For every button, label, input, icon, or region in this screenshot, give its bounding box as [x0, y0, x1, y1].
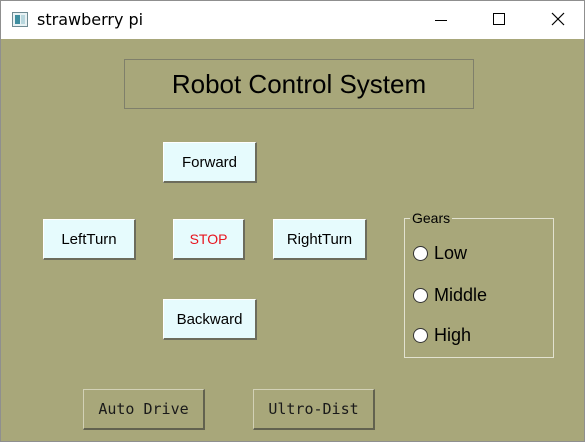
- gear-label-high: High: [434, 324, 472, 345]
- minimize-icon: [435, 20, 447, 21]
- auto-drive-button[interactable]: Auto Drive: [83, 389, 205, 430]
- right-turn-button[interactable]: RightTurn: [273, 219, 367, 260]
- ultro-dist-button[interactable]: Ultro-Dist: [253, 389, 375, 430]
- minimize-button[interactable]: [412, 1, 470, 39]
- app-window-icon: [12, 12, 28, 27]
- gears-legend: Gears: [410, 210, 453, 226]
- title-bar[interactable]: strawberry pi: [1, 1, 584, 39]
- gear-radio-high[interactable]: High: [413, 324, 471, 346]
- gear-label-middle: Middle: [434, 284, 488, 305]
- radio-button-icon[interactable]: [413, 287, 428, 303]
- left-turn-button[interactable]: LeftTurn: [43, 219, 136, 260]
- close-button[interactable]: [528, 1, 584, 39]
- radio-button-icon[interactable]: [413, 327, 428, 343]
- page-title: Robot Control System: [124, 59, 474, 109]
- radio-button-icon[interactable]: [413, 245, 428, 261]
- gear-radio-middle[interactable]: Middle: [413, 284, 487, 306]
- maximize-button[interactable]: [470, 1, 528, 39]
- stop-button[interactable]: STOP: [173, 219, 245, 260]
- window-title: strawberry pi: [37, 10, 144, 29]
- gear-label-low: Low: [434, 242, 468, 263]
- gear-radio-low[interactable]: Low: [413, 242, 467, 264]
- backward-button[interactable]: Backward: [163, 299, 257, 340]
- forward-button[interactable]: Forward: [163, 142, 257, 183]
- maximize-icon: [493, 13, 505, 25]
- gears-group: [404, 218, 554, 358]
- close-icon: [551, 12, 565, 26]
